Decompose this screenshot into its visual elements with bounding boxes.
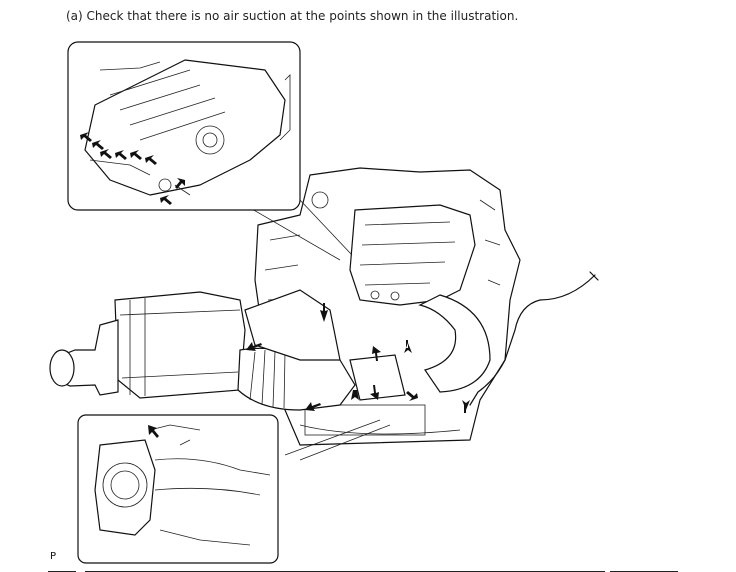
arrow-icon	[372, 346, 381, 361]
arrow-icon	[175, 178, 185, 189]
arrow-icon	[462, 400, 470, 413]
arrow-icon	[80, 132, 92, 142]
intake-hose	[237, 289, 406, 411]
arrow-icon	[130, 150, 142, 160]
bottom-detail-callout	[77, 414, 279, 564]
arrow-icon	[305, 402, 321, 411]
arrow-icon	[160, 195, 172, 205]
instruction-text: (a) Check that there is no air suction a…	[66, 9, 519, 23]
arrow-icon	[100, 149, 112, 159]
arrow-icon	[92, 140, 104, 150]
arrow-icon	[115, 150, 127, 160]
arrow-icon	[404, 340, 412, 353]
arrow-icon	[246, 342, 262, 351]
intake-manifold	[349, 204, 491, 393]
vacuum-line	[469, 274, 596, 406]
arrow-icon	[406, 391, 418, 401]
footer-code: P	[50, 551, 57, 562]
arrow-icon	[145, 155, 157, 165]
arrow-icon	[148, 425, 159, 438]
leader-top	[244, 199, 353, 261]
top-detail-callout	[67, 41, 301, 211]
leader-bottom	[284, 419, 391, 461]
air-cleaner	[49, 291, 246, 399]
check-point-arrows	[80, 132, 470, 438]
arrow-icon	[320, 303, 328, 322]
arrow-icon	[370, 385, 379, 400]
arrow-icon	[351, 390, 359, 400]
